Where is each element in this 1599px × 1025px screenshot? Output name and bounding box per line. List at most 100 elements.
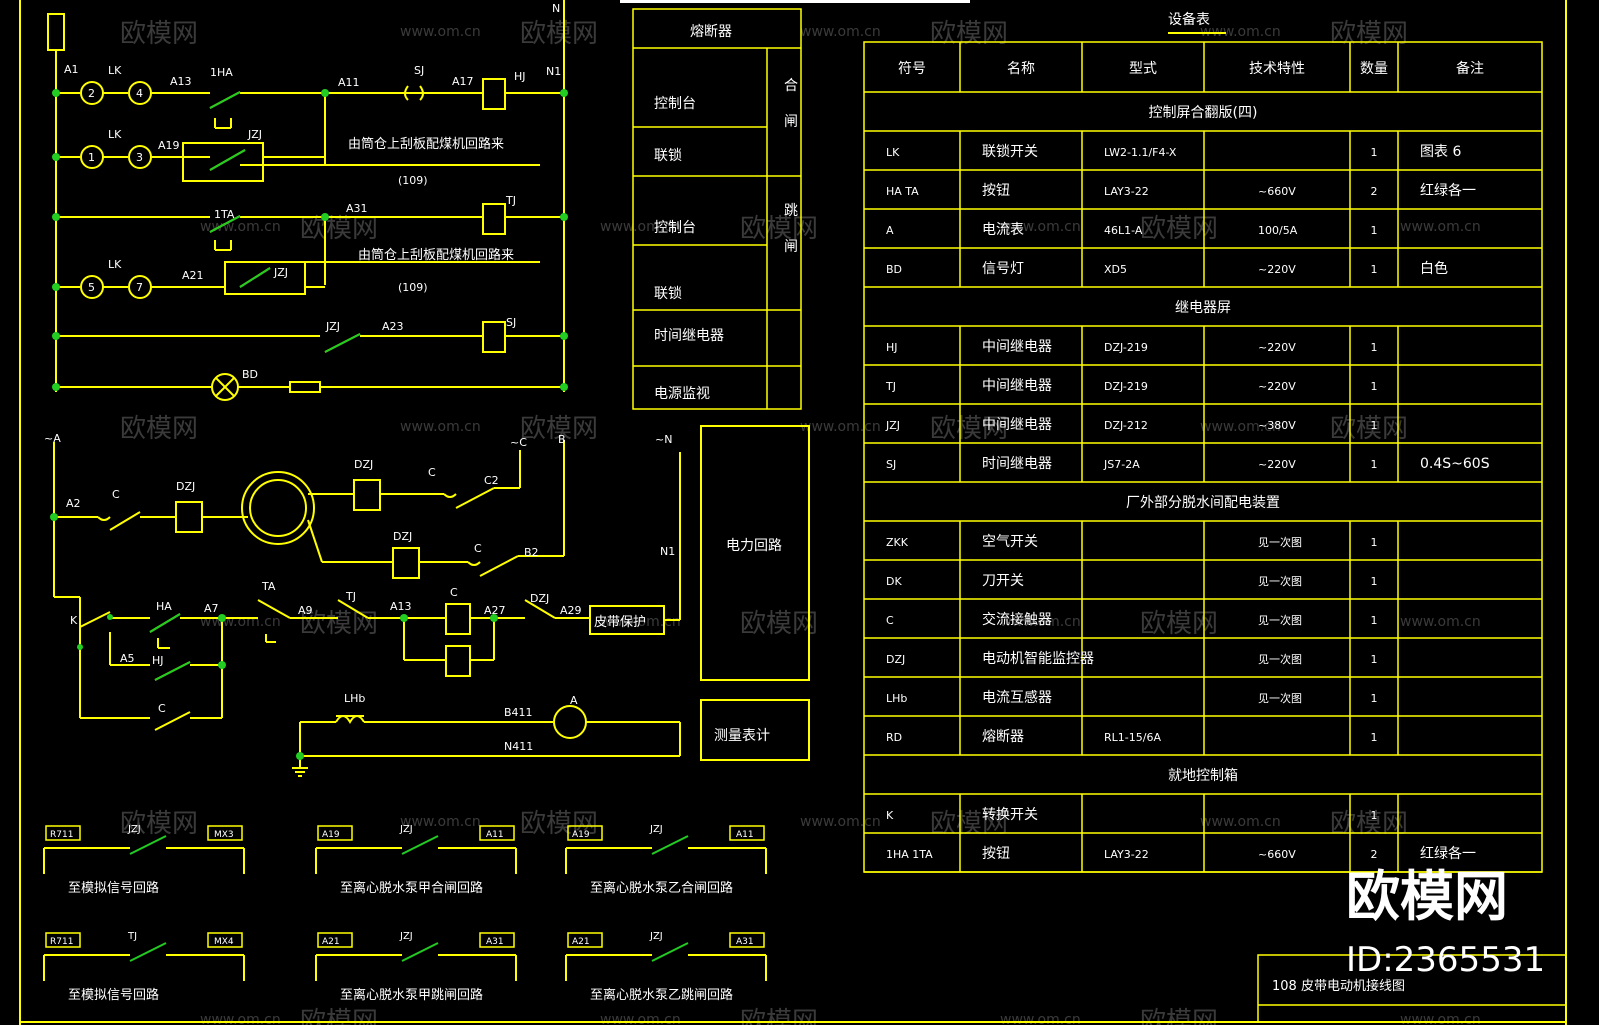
fuse-row-2: 联锁 [654, 148, 682, 164]
label-bd: BD [242, 368, 258, 381]
table-cell: K [886, 809, 894, 822]
table-cell: ~380V [1258, 419, 1296, 432]
signal-left-terminal: A19 [572, 830, 590, 840]
table-cell: 中间继电器 [982, 378, 1052, 394]
table-cell: 1 [1371, 731, 1378, 744]
table-cell: ~660V [1258, 848, 1296, 861]
table-cell: A [886, 224, 894, 237]
watermark-brand: 欧模网 [300, 214, 378, 244]
table-cell: LAY3-22 [1104, 848, 1149, 861]
watermark-site: www.om.cn [1000, 614, 1081, 630]
motor-circuit-nodes [50, 513, 498, 760]
signal-note: 至离心脱水泵乙合闸回路 [590, 880, 733, 896]
label-dzj-4: DZJ [530, 592, 549, 605]
table-cell: XD5 [1104, 263, 1127, 276]
label-n-top: ~N [655, 433, 672, 446]
table-cell: 1 [1371, 146, 1378, 159]
watermark-site: www.om.cn [200, 1012, 281, 1025]
watermark-brand: 欧模网 [520, 19, 598, 49]
watermark-brand: 欧模网 [120, 19, 198, 49]
label-109a: (109) [398, 174, 428, 187]
watermark-site: www.om.cn [600, 614, 681, 630]
table-cell: JZJ [885, 419, 900, 432]
table-cell: 见一次图 [1258, 613, 1302, 627]
watermark-brand: 欧模网 [300, 1007, 378, 1025]
watermark-brand: 欧模网 [520, 414, 598, 444]
table-cell: ~220V [1258, 380, 1296, 393]
table-cell: DZJ [886, 653, 905, 666]
label-a1: A1 [64, 63, 79, 76]
signal-contact-label: JZJ [649, 824, 663, 835]
control-circuit [47, 0, 565, 401]
signal-contact-label: JZJ [399, 824, 413, 835]
watermark-site: www.om.cn [400, 419, 481, 435]
watermark-brand: 欧模网 [930, 414, 1008, 444]
table-cell: ZKK [886, 536, 909, 549]
label-a27: A27 [484, 604, 506, 617]
label-a19: A19 [158, 139, 180, 152]
top-marker [620, 0, 970, 3]
table-cell: ~220V [1258, 458, 1296, 471]
fuse-row-5: 时间继电器 [654, 328, 724, 344]
signal-left-terminal: R711 [50, 937, 73, 947]
table-cell: 时间继电器 [982, 456, 1052, 472]
table-cell: BD [886, 263, 902, 276]
table-cell: 按钮 [982, 846, 1010, 862]
label-c-4: C [450, 586, 458, 599]
label-c-1: C [112, 488, 120, 501]
table-header-cell: 备注 [1456, 60, 1484, 77]
table-section-title: 就地控制箱 [1168, 768, 1238, 784]
watermark-brand: 欧模网 [300, 609, 378, 639]
box-power-circuit: 电力回路 [726, 538, 782, 554]
table-cell: LW2-1.1/F4-X [1104, 146, 1177, 159]
label-sj: SJ [506, 316, 516, 329]
label-n1: N1 [546, 65, 561, 78]
label-1ta: 1TA [214, 208, 235, 221]
table-cell: 白色 [1420, 260, 1448, 277]
fuse-row-4: 联锁 [654, 286, 682, 302]
control-circuit-labels: A1 N N1 LK 2 4 A13 1HA A11 SJ A17 HJ LK … [64, 2, 561, 381]
label-b-top: B [558, 433, 566, 446]
signal-note: 至离心脱水泵甲合闸回路 [340, 880, 483, 896]
watermark-site: www.om.cn [800, 419, 881, 435]
label-a9: A9 [298, 604, 313, 617]
table-cell: 转换开关 [982, 806, 1038, 823]
label-c-5: C [158, 702, 166, 715]
signal-note: 至离心脱水泵乙跳闸回路 [590, 987, 733, 1003]
label-a21: A21 [182, 269, 204, 282]
signal-left-terminal: R711 [50, 830, 73, 840]
watermark-brand: 欧模网 [930, 809, 1008, 839]
watermark-brand: 欧模网 [740, 214, 818, 244]
control-circuit-green-contacts [209, 91, 361, 353]
signal-note: 至模拟信号回路 [68, 987, 159, 1003]
fuse-row-3: 控制台 [654, 220, 696, 236]
signal-left-terminal: A19 [322, 830, 340, 840]
table-section-title: 控制屏合翻版(四) [1149, 105, 1258, 121]
label-109b: (109) [398, 281, 428, 294]
equipment-table-title-text: 设备表 [1168, 11, 1210, 28]
table-cell: 1 [1371, 536, 1378, 549]
signal-right-terminal: A31 [486, 937, 504, 947]
watermark-brand: 欧模网 [1140, 214, 1218, 244]
label-lhb: LHb [344, 692, 365, 705]
watermark-site: www.om.cn [1200, 814, 1281, 830]
label-belt-protection: 皮带保护 [594, 615, 646, 630]
label-hj-motor: HJ [152, 654, 164, 667]
table-cell: DZJ-219 [1104, 341, 1148, 354]
watermark-site: www.om.cn [1400, 1012, 1481, 1025]
label-lk-1: LK [108, 64, 122, 77]
table-header-cell: 型式 [1129, 61, 1157, 77]
signal-note: 至模拟信号回路 [68, 880, 159, 896]
label-dzj-3: DZJ [393, 530, 412, 543]
fuse-group-close: 合闸 [784, 78, 798, 130]
watermark-brand: 欧模网 [1140, 609, 1218, 639]
label-a2: A2 [66, 497, 81, 510]
table-cell: HA TA [886, 185, 919, 198]
label-n411: N411 [504, 740, 533, 753]
table-cell: 中间继电器 [982, 417, 1052, 433]
watermark-site: www.om.cn [1400, 219, 1481, 235]
watermark-site: www.om.cn [1000, 219, 1081, 235]
